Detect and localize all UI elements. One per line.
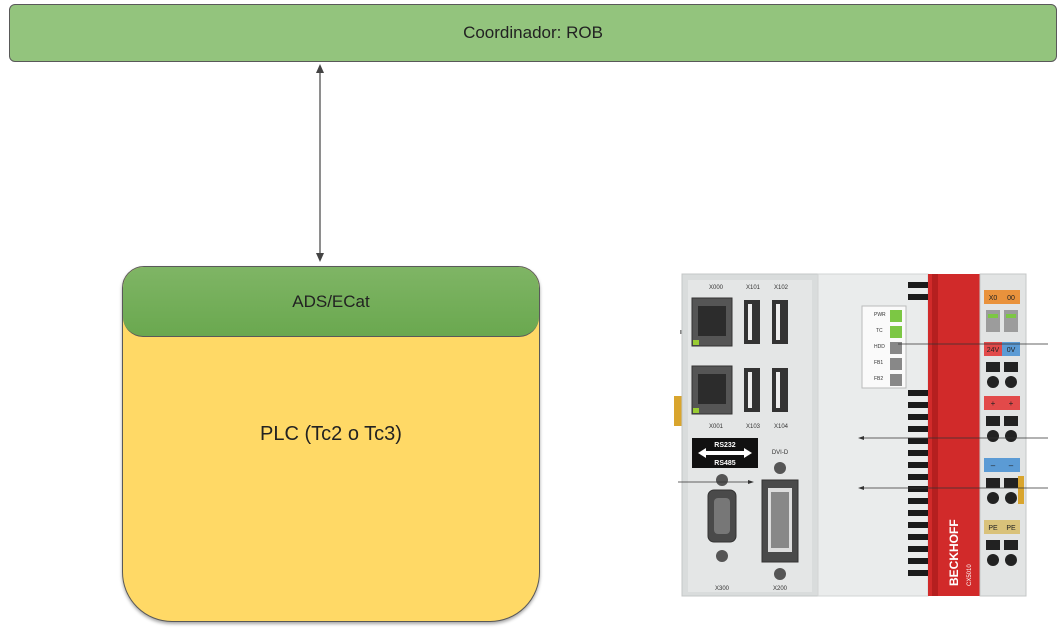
terminal-plus-2: + (1009, 399, 1014, 408)
port-label-x104: X104 (774, 424, 789, 430)
port-label-x000: X000 (709, 285, 724, 291)
ads-ecat-header: ADS/ECat (123, 267, 539, 337)
ethernet-port-icon (691, 297, 733, 347)
led-label-fb2: FB2 (874, 376, 883, 382)
beckhoff-controller-image: X000 X101 X102 X001 X103 X104 RS232 RS48… (674, 273, 1048, 597)
dvi-label: DVI-D (772, 450, 789, 456)
serial-port-label: X300 (715, 586, 730, 592)
terminal-24v: 24V (987, 347, 1000, 354)
coordinator-bar: Coordinador: ROB (9, 4, 1057, 62)
led-label-fb1: FB1 (874, 360, 883, 366)
led-label-hdd: HDD (874, 344, 885, 350)
terminal-pe-1: PE (988, 525, 998, 532)
bidirectional-arrow (316, 64, 324, 262)
terminal-pe-2: PE (1006, 525, 1016, 532)
led-label-tc: TC (876, 328, 883, 334)
terminal-00: 00 (1007, 295, 1015, 302)
terminal-0v: 0V (1007, 347, 1016, 354)
ethernet-port-icon (691, 365, 733, 415)
dvi-port-label: X200 (773, 586, 788, 592)
led-label-pwr: PWR (874, 312, 886, 318)
plc-body: PLC (Tc2 o Tc3) (123, 337, 539, 621)
port-label-x001: X001 (709, 424, 724, 430)
rs485-label: RS485 (714, 460, 736, 467)
model-label: CX5010 (967, 564, 973, 586)
ads-ecat-label: ADS/ECat (292, 291, 370, 311)
coordinator-label: Coordinador: ROB (463, 23, 603, 42)
plc-label: PLC (Tc2 o Tc3) (260, 422, 402, 445)
port-label-x101: X101 (746, 285, 761, 291)
dvi-port-icon (761, 462, 799, 580)
terminal-minus-2: – (1009, 461, 1014, 470)
terminal-x0: X0 (989, 295, 998, 302)
led-tc (890, 326, 902, 338)
terminal-plus-1: + (991, 399, 996, 408)
led-pwr (890, 310, 902, 322)
led-fb1 (890, 358, 902, 370)
plc-block: ADS/ECat PLC (Tc2 o Tc3) (122, 266, 540, 622)
led-hdd (890, 342, 902, 354)
serial-port-icon (707, 474, 737, 562)
terminal-minus-1: – (991, 461, 996, 470)
beckhoff-brand: BECKHOFF (947, 519, 961, 586)
port-label-x103: X103 (746, 424, 761, 430)
rs232-label: RS232 (714, 442, 736, 449)
port-label-x102: X102 (774, 285, 789, 291)
led-fb2 (890, 374, 902, 386)
usb-port-icon (744, 300, 788, 412)
